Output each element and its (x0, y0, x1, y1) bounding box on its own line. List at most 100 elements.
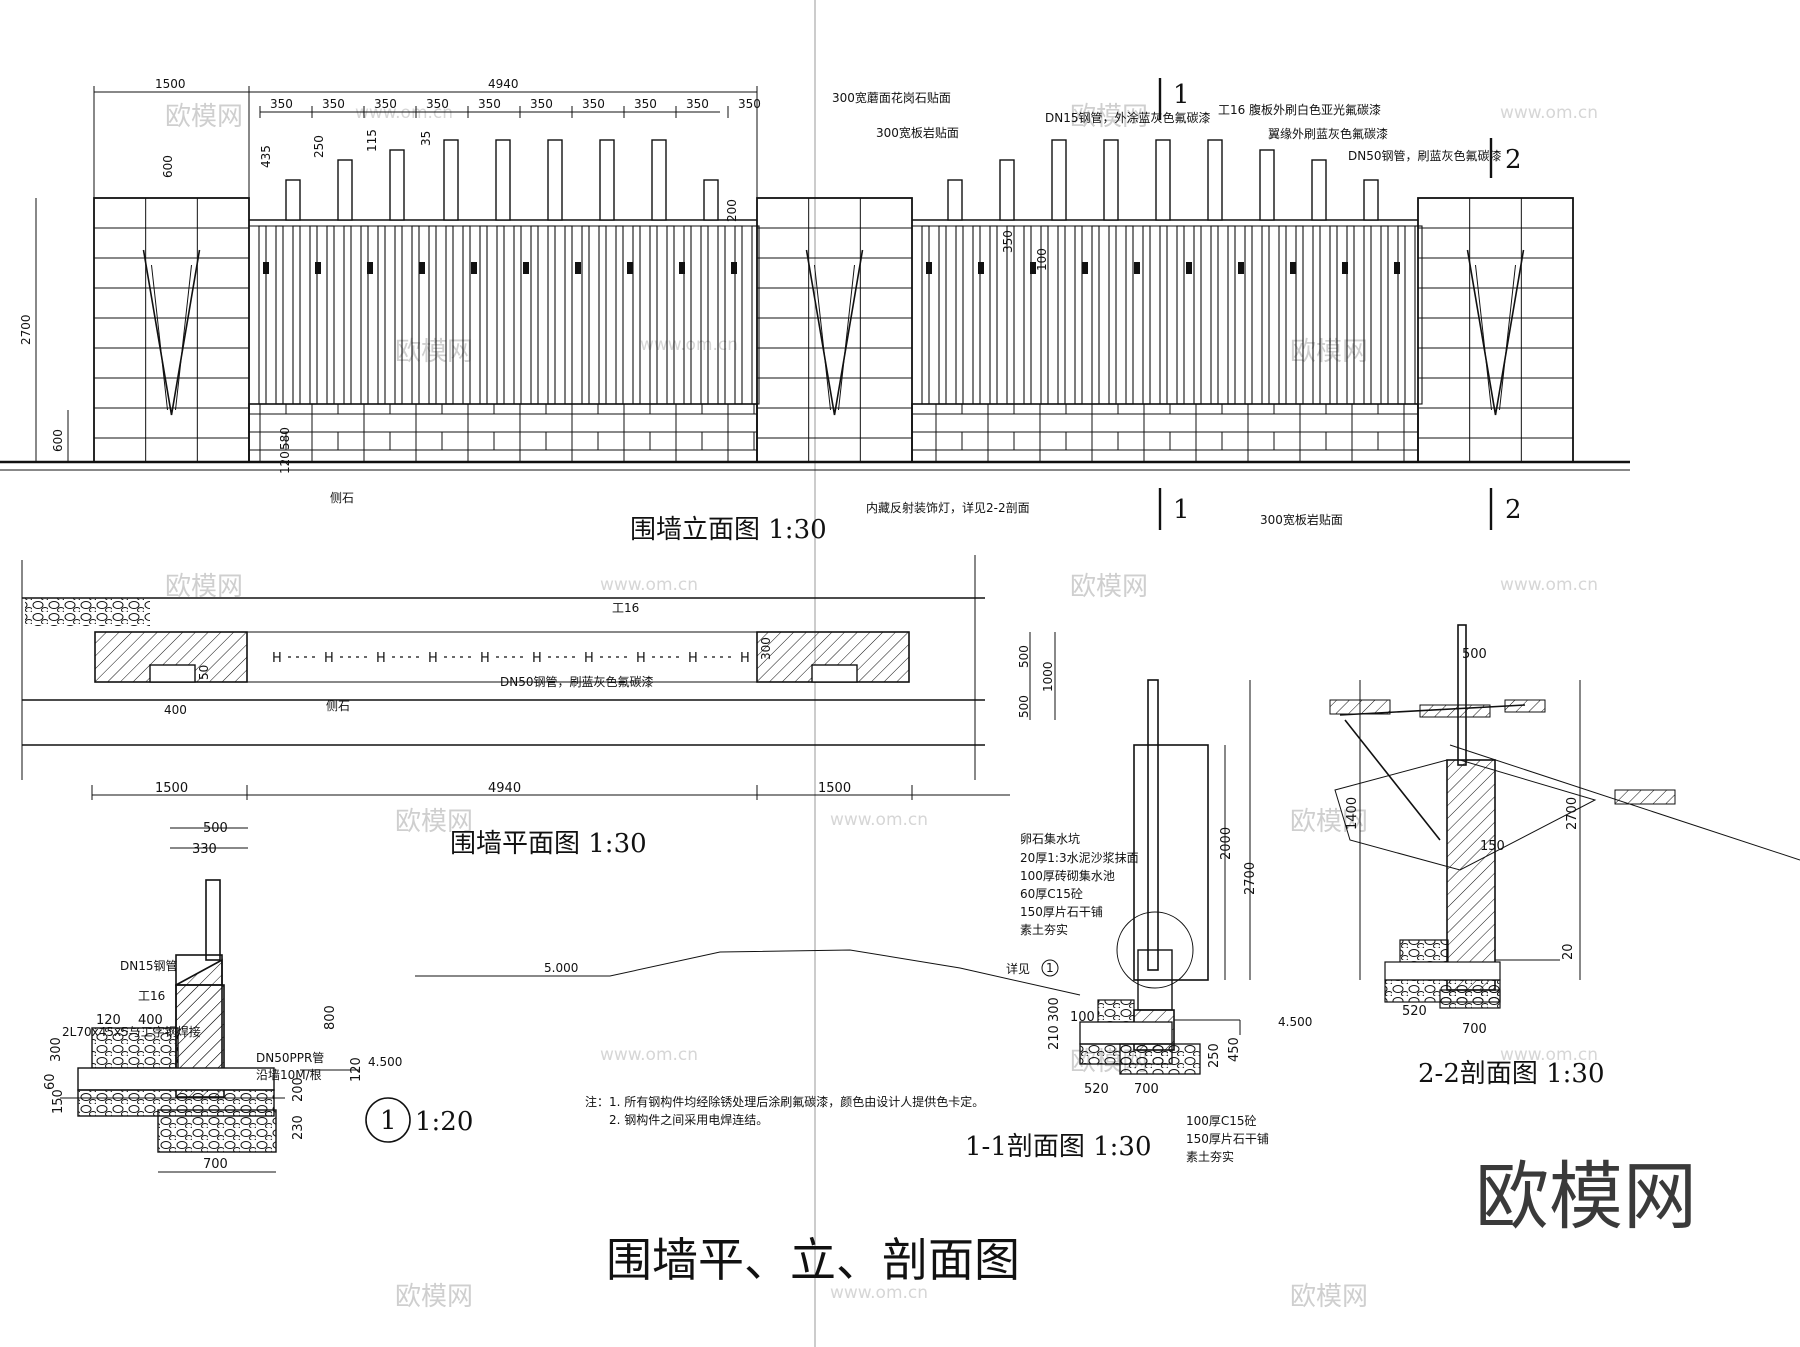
plan-title: 围墙平面图 1:30 (450, 829, 647, 859)
dim-post-spacing: 350 (530, 97, 553, 111)
watermark-url: www.om.cn (1500, 1045, 1598, 1065)
plan-dim: 1500 (818, 781, 851, 796)
s22-dim: 520 (1402, 1004, 1427, 1019)
watermark-url: www.om.cn (1500, 103, 1598, 123)
s11-dim: 2000 (1219, 827, 1234, 860)
dim-post-spacing: 350 (634, 97, 657, 111)
fence-bolt (1342, 262, 1348, 274)
steel-post (703, 179, 719, 221)
steel-post (1311, 159, 1327, 221)
fence-bar (700, 225, 709, 405)
s11-dim: 300 (1047, 997, 1062, 1022)
fence-panels (248, 219, 1423, 463)
steel-post (1103, 139, 1119, 221)
dim-4940: 4940 (488, 77, 519, 91)
pebbles-strip (25, 598, 150, 626)
plan-dim-1000: 1000 (1041, 661, 1055, 692)
fence-bar (598, 225, 607, 405)
fence-bar (1312, 225, 1321, 405)
s11-dim: 2700 (1243, 862, 1258, 895)
note-line-2: 2. 钢构件之间采用电焊连结。 (609, 1112, 768, 1127)
fence-bar (275, 225, 284, 405)
detail-1: 500 330 DN15钢管 工16 2L70x45x5与工字钢焊接 DN50P… (43, 821, 473, 1173)
fence-bar (343, 225, 352, 405)
plan-dim: 4940 (488, 781, 521, 796)
fence-bar (615, 225, 624, 405)
watermark-url: www.om.cn (600, 575, 698, 595)
plan-i16-symbol: H (480, 651, 490, 666)
fence-bar (734, 225, 743, 405)
dim-1500: 1500 (155, 77, 186, 91)
fence-bar (955, 225, 964, 405)
fence-bar (496, 225, 505, 405)
fence-bar (462, 225, 471, 405)
steel-post (999, 159, 1015, 221)
plan-dim-300: 300 (759, 637, 773, 660)
detail1-dim: 60 (43, 1073, 58, 1090)
dim-2700: 2700 (19, 314, 33, 345)
fence-bar (394, 225, 403, 405)
plan-i16-symbol: H (324, 651, 334, 666)
plan-pillar-left (94, 631, 248, 683)
fence-bar (1159, 225, 1168, 405)
watermark-text: 欧模网 (395, 807, 473, 837)
dim-post-spacing: 350 (374, 97, 397, 111)
pillar (1417, 197, 1574, 463)
s11-layer: 20厚1:3水泥沙浆抹面 (1020, 850, 1139, 865)
fence-bar (1295, 225, 1304, 405)
fence-bar (1176, 225, 1185, 405)
dim-post-spacing: 350 (738, 97, 761, 111)
detail1-dim-500: 500 (203, 821, 228, 836)
plan-dim-400: 400 (164, 703, 187, 717)
watermark-text: 欧模网 (165, 102, 243, 132)
fence-bolt (1030, 262, 1036, 274)
detail1-dim: 700 (203, 1157, 228, 1172)
steel-post (1363, 179, 1379, 221)
label-dn50: DN50钢管，刷蓝灰色氟碳漆 (1348, 148, 1502, 163)
detail1-dim: 800 (323, 1005, 338, 1030)
s11-detail-circle (1116, 911, 1194, 989)
s22-wall (1446, 759, 1496, 991)
label-dn15: DN15钢管，外涂蓝灰色氟碳漆 (1045, 110, 1211, 125)
fence-bar (1074, 225, 1083, 405)
fence-bolt (471, 262, 477, 274)
fence-plinth (248, 403, 758, 463)
s11-layer: 卵石集水坑 (1020, 831, 1080, 846)
s22-dim: 700 (1462, 1022, 1487, 1037)
s11-dim: 210 (1047, 1025, 1062, 1050)
section-mark: 2 (1505, 145, 1522, 175)
uplight-beam (814, 264, 855, 411)
fence-bar (1142, 225, 1151, 405)
pillar (93, 197, 250, 463)
fence-bar (1244, 225, 1253, 405)
detail1-dn15-pipe (205, 879, 221, 961)
dim-post-spacing: 350 (426, 97, 449, 111)
s11-see-detail: 详见 (1006, 961, 1030, 976)
steel-post (389, 149, 405, 221)
fence-bar (717, 225, 726, 405)
fence-bar (649, 225, 658, 405)
plan-i16-symbol: H (688, 651, 698, 666)
watermark-text: 欧模网 (395, 337, 473, 367)
fence-bar (411, 225, 420, 405)
plan-dim-500: 500 (1017, 695, 1031, 718)
s11-layer: 100厚C15砼 (1186, 1114, 1257, 1128)
fence-bar (683, 225, 692, 405)
fence-bar (1380, 225, 1389, 405)
steel-post (443, 139, 459, 221)
s11-detail-ref: 1 (1046, 961, 1054, 975)
fence-bar (1346, 225, 1355, 405)
s22-dim: 500 (1462, 647, 1487, 662)
detail1-label-along: 沿墙10M/根 (256, 1068, 322, 1082)
plan-i16-symbol: H (532, 651, 542, 666)
detail1-dim: 120 (349, 1057, 364, 1082)
s11-layer: 100厚砖砌集水池 (1020, 868, 1115, 883)
pillars (93, 197, 1574, 463)
s22-dim: 20 (1561, 943, 1576, 960)
fence-bar (581, 225, 590, 405)
watermark-text: 欧模网 (395, 1282, 473, 1312)
steel-post (495, 139, 511, 221)
watermark-text: 欧模网 (1290, 337, 1368, 367)
